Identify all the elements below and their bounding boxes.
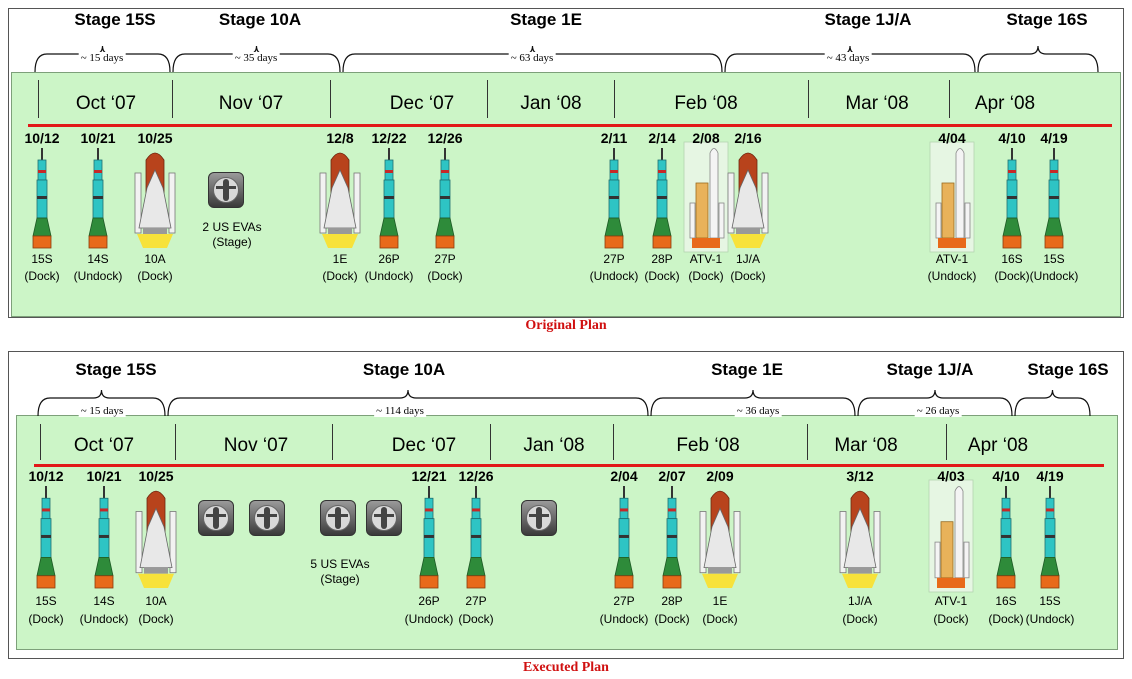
event-date: 4/19 (1036, 468, 1063, 484)
event-status: (Dock) (702, 612, 737, 626)
soyuz-icon (615, 486, 633, 588)
event-vehicle: 15S (35, 594, 56, 608)
eva-count: 5 US EVAs (310, 557, 369, 572)
soyuz-icon (37, 486, 55, 588)
soyuz-icon (663, 486, 681, 588)
eva-figure-body (213, 507, 219, 529)
atv-icon (929, 480, 973, 592)
eva-figure-body (335, 507, 341, 529)
soyuz-icon (420, 486, 438, 588)
event-status: (Undock) (1026, 612, 1075, 626)
astronaut-eva-icon (521, 500, 557, 536)
eva-figure-body (381, 507, 387, 529)
eva-figure-body (264, 507, 270, 529)
event-vehicle: 27P (613, 594, 634, 608)
event-date: 10/25 (138, 468, 173, 484)
event-vehicle: 10A (145, 594, 166, 608)
event-date: 4/10 (992, 468, 1019, 484)
event-date: 12/26 (458, 468, 493, 484)
event-date: 10/12 (28, 468, 63, 484)
shuttle-icon (700, 491, 740, 588)
event-date: 2/09 (706, 468, 733, 484)
event-date: 12/21 (411, 468, 446, 484)
event-status: (Dock) (842, 612, 877, 626)
event-vehicle: ATV-1 (935, 594, 967, 608)
event-vehicle: 1J/A (848, 594, 872, 608)
event-vehicle: 1E (713, 594, 728, 608)
eva-label: 5 US EVAs(Stage) (310, 557, 369, 587)
astronaut-eva-icon (320, 500, 356, 536)
event-vehicle: 16S (995, 594, 1016, 608)
event-date: 2/04 (610, 468, 637, 484)
event-date: 2/07 (658, 468, 685, 484)
astronaut-eva-icon (249, 500, 285, 536)
event-status: (Undock) (80, 612, 129, 626)
event-status: (Dock) (138, 612, 173, 626)
panel-caption: Executed Plan (523, 660, 609, 676)
shuttle-icon (840, 491, 880, 588)
soyuz-icon (95, 486, 113, 588)
event-vehicle: 27P (465, 594, 486, 608)
event-status: (Dock) (933, 612, 968, 626)
event-vehicle: 14S (93, 594, 114, 608)
event-vehicle: 28P (661, 594, 682, 608)
event-date: 3/12 (846, 468, 873, 484)
astronaut-eva-icon (366, 500, 402, 536)
event-vehicle: 26P (418, 594, 439, 608)
event-status: (Undock) (405, 612, 454, 626)
event-status: (Dock) (654, 612, 689, 626)
event-status: (Undock) (600, 612, 649, 626)
eva-figure-body (536, 507, 542, 529)
event-date: 10/21 (86, 468, 121, 484)
soyuz-icon (467, 486, 485, 588)
event-date: 4/03 (937, 468, 964, 484)
shuttle-icon (136, 491, 176, 588)
soyuz-icon (1041, 486, 1059, 588)
soyuz-icon (997, 486, 1015, 588)
astronaut-eva-icon (198, 500, 234, 536)
event-status: (Dock) (988, 612, 1023, 626)
event-status: (Dock) (28, 612, 63, 626)
event-status: (Dock) (458, 612, 493, 626)
event-vehicle: 15S (1039, 594, 1060, 608)
eva-note: (Stage) (310, 572, 369, 587)
